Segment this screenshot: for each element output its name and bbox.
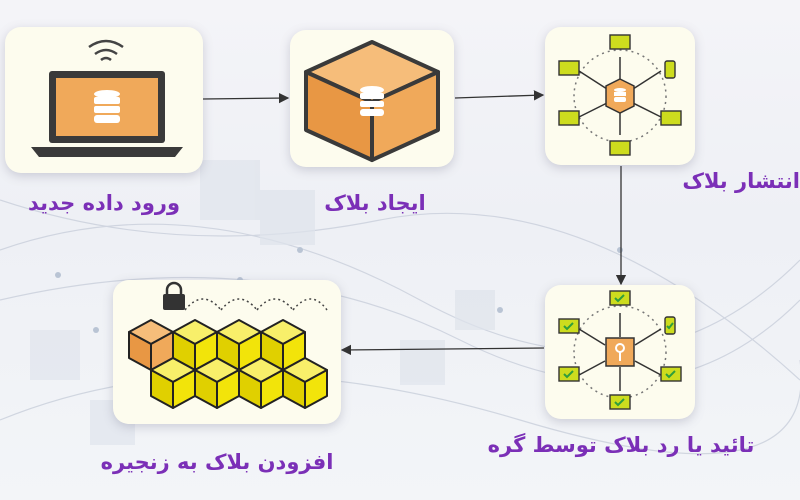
step-label-verify: تائید یا رد بلاک توسط گره <box>487 433 755 457</box>
arrow-create-to-broadcast <box>454 90 545 101</box>
block-cube-icon <box>304 40 440 162</box>
lock-icon <box>163 281 185 310</box>
laptop-database-icon <box>31 39 183 157</box>
step-card-input <box>5 27 203 173</box>
database-icon <box>94 90 120 123</box>
step-card-create <box>290 30 454 167</box>
network-broadcast-icon <box>558 34 682 156</box>
step-label-input: ورود داده جدید <box>27 191 181 215</box>
database-icon <box>360 86 384 116</box>
step-card-append <box>113 280 341 424</box>
blockchain-lock-icon <box>128 281 328 409</box>
step-label-append: افزودن بلاک به زنجیره <box>100 450 334 474</box>
step-card-verify <box>545 285 695 419</box>
arrow-verify-to-append <box>340 344 545 356</box>
step-label-create: ایجاد بلاک <box>324 191 426 215</box>
arrow-input-to-create <box>202 92 290 104</box>
step-label-broadcast: انتشار بلاک <box>682 169 800 193</box>
network-verify-icon <box>558 290 682 410</box>
step-card-broadcast <box>545 27 695 165</box>
